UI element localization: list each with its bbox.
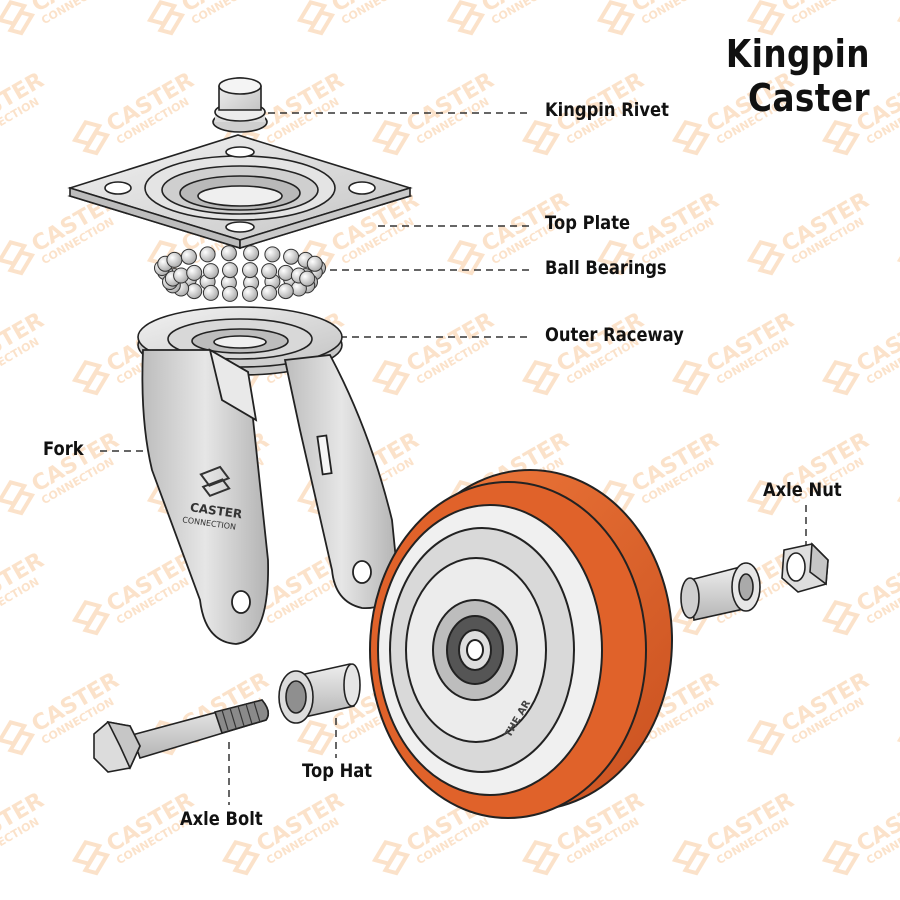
ball-bearing (299, 270, 316, 287)
ball-bearing (277, 264, 294, 281)
leader-lines (100, 112, 807, 805)
label-fork: Fork (43, 438, 84, 460)
top-plate-part (67, 134, 413, 250)
top-hat-right-part (680, 562, 761, 621)
ball-bearing (243, 245, 260, 262)
fork-logo-mark (199, 465, 231, 498)
ball-bearing (222, 262, 238, 279)
label-axle-nut: Axle Nut (763, 479, 842, 501)
ball-bearing (173, 267, 190, 284)
ball-bearing (222, 285, 238, 302)
label-ball-bearings: Ball Bearings (545, 257, 667, 279)
wheel-part: THE AR (369, 469, 673, 819)
ball-bearing (202, 284, 219, 301)
label-top-plate: Top Plate (545, 212, 631, 234)
label-kingpin-rivet: Kingpin Rivet (545, 99, 669, 121)
ball-bearing (277, 283, 294, 300)
ball-bearing (202, 263, 219, 280)
fork-part (141, 348, 399, 645)
label-outer-raceway: Outer Raceway (545, 324, 684, 346)
ball-bearing (261, 263, 278, 280)
ball-bearing (220, 245, 237, 262)
ball-bearing (186, 283, 203, 300)
ball-bearing (186, 264, 203, 281)
kingpin-rivet-part (212, 77, 268, 133)
top-hat-part (278, 663, 361, 724)
ball-bearing (166, 251, 183, 268)
ball-bearing (261, 284, 278, 301)
axle-nut-part (781, 542, 829, 593)
ball-bearing (242, 285, 258, 302)
label-axle-bolt: Axle Bolt (180, 808, 263, 830)
ball-bearing (306, 255, 323, 272)
page-title: Kingpin Caster (725, 32, 870, 120)
ball-bearing (242, 262, 258, 279)
ball-bearing (180, 248, 197, 265)
axle-bolt-part (93, 699, 270, 773)
label-top-hat: Top Hat (302, 760, 373, 782)
ball-bearing (264, 246, 281, 263)
ball-bearing (283, 248, 300, 265)
ball-bearing (199, 246, 216, 263)
ball-bearings-part (154, 245, 326, 302)
